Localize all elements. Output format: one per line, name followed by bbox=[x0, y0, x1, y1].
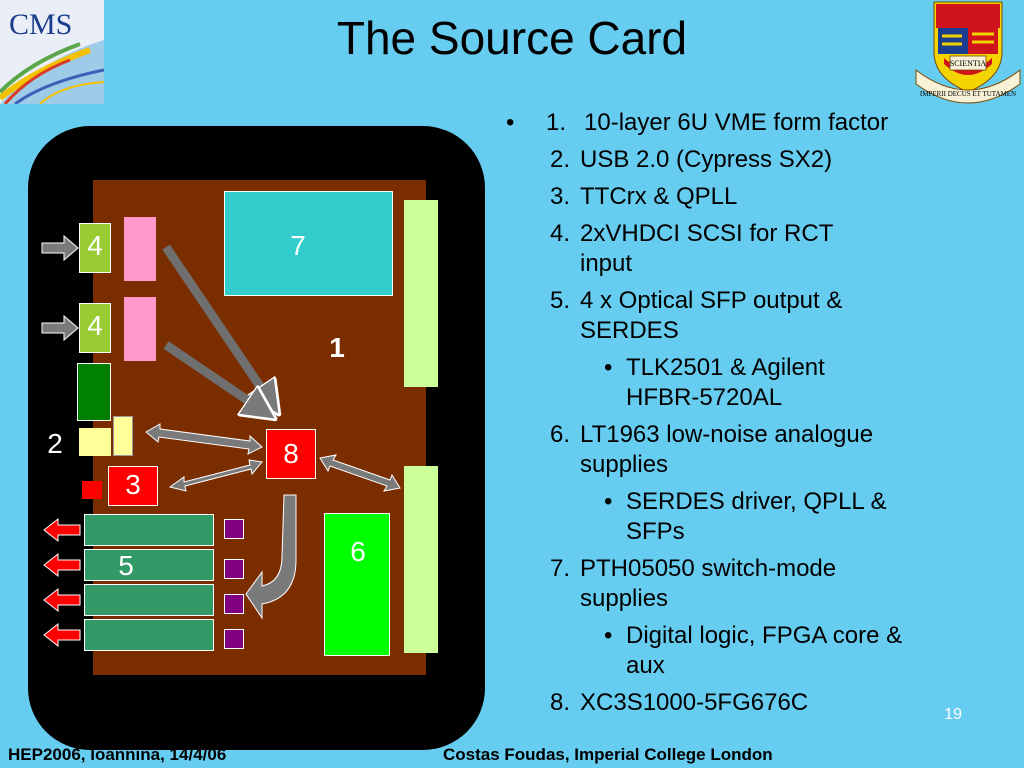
sub-list-item: • SERDES driver, QPLL & SFPs bbox=[488, 487, 958, 547]
scsi-connector-b bbox=[79, 303, 111, 353]
list-item: 3. TTCrx & QPLL bbox=[488, 182, 958, 212]
label-2: 2 bbox=[47, 428, 63, 459]
list-item: 5. 4 x Optical SFP output & SERDES bbox=[488, 286, 958, 346]
list-item: 6. LT1963 low-noise analogue supplies bbox=[488, 420, 958, 480]
item-text: PTH05050 switch-mode supplies bbox=[580, 555, 837, 612]
arrow-scsi-a-to-fpga bbox=[162, 244, 270, 401]
dark-green-block bbox=[77, 363, 111, 421]
item-text: 2xVHDCI SCSI for RCT input bbox=[580, 220, 833, 277]
label-7: 7 bbox=[290, 230, 306, 261]
output-arrow-1 bbox=[43, 517, 81, 543]
block-6-analogue-supply bbox=[324, 513, 390, 656]
input-arrow-a bbox=[41, 234, 79, 262]
item-number: 5. bbox=[550, 287, 571, 314]
output-arrow-3 bbox=[43, 587, 81, 613]
block-8-fpga bbox=[266, 429, 316, 479]
item-text: 4 x Optical SFP output & SERDES bbox=[580, 287, 843, 344]
sfp-module-2 bbox=[84, 549, 214, 581]
vme-connector-bottom bbox=[404, 466, 438, 653]
output-arrow-4 bbox=[43, 622, 81, 648]
item-text: LT1963 low-noise analogue supplies bbox=[580, 421, 874, 478]
sub-list-item: • TLK2501 & Agilent HFBR-5720AL bbox=[488, 353, 958, 413]
item-number: 2. bbox=[550, 146, 571, 173]
serdes-chip-1 bbox=[224, 519, 244, 539]
item-number: 6. bbox=[550, 421, 571, 448]
crest-scroll-text: SCIENTIA bbox=[950, 59, 987, 68]
slide-title: The Source Card bbox=[336, 12, 688, 64]
input-arrow-b bbox=[41, 314, 79, 342]
list-item: 7. PTH05050 switch-mode supplies bbox=[488, 554, 958, 614]
label-1: 1 bbox=[329, 332, 345, 363]
label-4b: 4 bbox=[87, 310, 103, 341]
item-number: 1. bbox=[546, 109, 567, 136]
list-item: 2. USB 2.0 (Cypress SX2) bbox=[488, 145, 958, 175]
arrow-fpga-usb bbox=[145, 423, 263, 455]
item-number: 7. bbox=[550, 555, 571, 582]
crest-motto-text: IMPERII DECUS ET TUTAMEN bbox=[920, 90, 1016, 98]
label-3: 3 bbox=[125, 469, 141, 500]
sfp-module-4 bbox=[84, 619, 214, 651]
label-8: 8 bbox=[283, 438, 299, 469]
list-item: 8. XC3S1000-5FG676C bbox=[488, 688, 958, 718]
usb-connector-b bbox=[113, 416, 133, 456]
block-7-switch-mode-supply bbox=[224, 191, 393, 296]
vme-connector-top bbox=[404, 200, 438, 387]
arrow-fpga-connector bbox=[319, 454, 401, 492]
footer-conference: HEP2006, Ioannina, 14/4/06 bbox=[8, 745, 227, 764]
sub-item-text: SERDES driver, QPLL & SFPs bbox=[626, 488, 887, 545]
serdes-chip-2 bbox=[224, 559, 244, 579]
cms-logo: CMS bbox=[0, 0, 104, 104]
label-6: 6 bbox=[350, 536, 366, 567]
item-text: TTCrx & QPLL bbox=[580, 183, 738, 210]
output-arrow-2 bbox=[43, 552, 81, 578]
serdes-chip-3 bbox=[224, 594, 244, 614]
block-3-ttcrx bbox=[108, 466, 158, 506]
bullet-marker: • bbox=[506, 109, 515, 136]
arrow-fpga-ttcrx bbox=[168, 459, 263, 492]
sub-bullet-marker: • bbox=[604, 488, 613, 515]
serdes-chip-4 bbox=[224, 629, 244, 649]
small-red-square bbox=[82, 481, 102, 499]
scsi-connector-a bbox=[79, 223, 111, 273]
footer-author: Costas Foudas, Imperial College London bbox=[443, 745, 773, 764]
label-5: 5 bbox=[118, 550, 134, 581]
pink-chip-b bbox=[124, 297, 156, 361]
arrow-fpga-to-sfp bbox=[245, 494, 297, 620]
sfp-module-1 bbox=[84, 514, 214, 546]
label-4a: 4 bbox=[87, 230, 103, 261]
item-text: 10-layer 6U VME form factor bbox=[584, 109, 889, 136]
item-number: 4. bbox=[550, 220, 571, 247]
page-number: 19 bbox=[944, 706, 962, 723]
item-number: 8. bbox=[550, 689, 571, 716]
list-item: • 1. 10-layer 6U VME form factor bbox=[488, 108, 958, 138]
cms-logo-text: CMS bbox=[9, 8, 72, 41]
pink-chip-a bbox=[124, 217, 156, 281]
item-text: XC3S1000-5FG676C bbox=[580, 689, 809, 716]
sub-list-item: • Digital logic, FPGA core & aux bbox=[488, 621, 958, 681]
item-number: 3. bbox=[550, 183, 571, 210]
sfp-module-3 bbox=[84, 584, 214, 616]
item-text: USB 2.0 (Cypress SX2) bbox=[580, 146, 833, 173]
sub-bullet-marker: • bbox=[604, 354, 613, 381]
imperial-college-crest: SCIENTIA IMPERII DECUS ET TUTAMEN bbox=[915, 1, 1021, 104]
list-item: 4. 2xVHDCI SCSI for RCT input bbox=[488, 219, 958, 279]
feature-list: • 1. 10-layer 6U VME form factor 2. USB … bbox=[488, 108, 958, 725]
usb-connector-a bbox=[79, 428, 111, 456]
arrow-scsi-b-to-fpga bbox=[163, 341, 262, 410]
sub-item-text: Digital logic, FPGA core & aux bbox=[626, 622, 903, 679]
sub-item-text: TLK2501 & Agilent HFBR-5720AL bbox=[626, 354, 825, 411]
sub-bullet-marker: • bbox=[604, 622, 613, 649]
